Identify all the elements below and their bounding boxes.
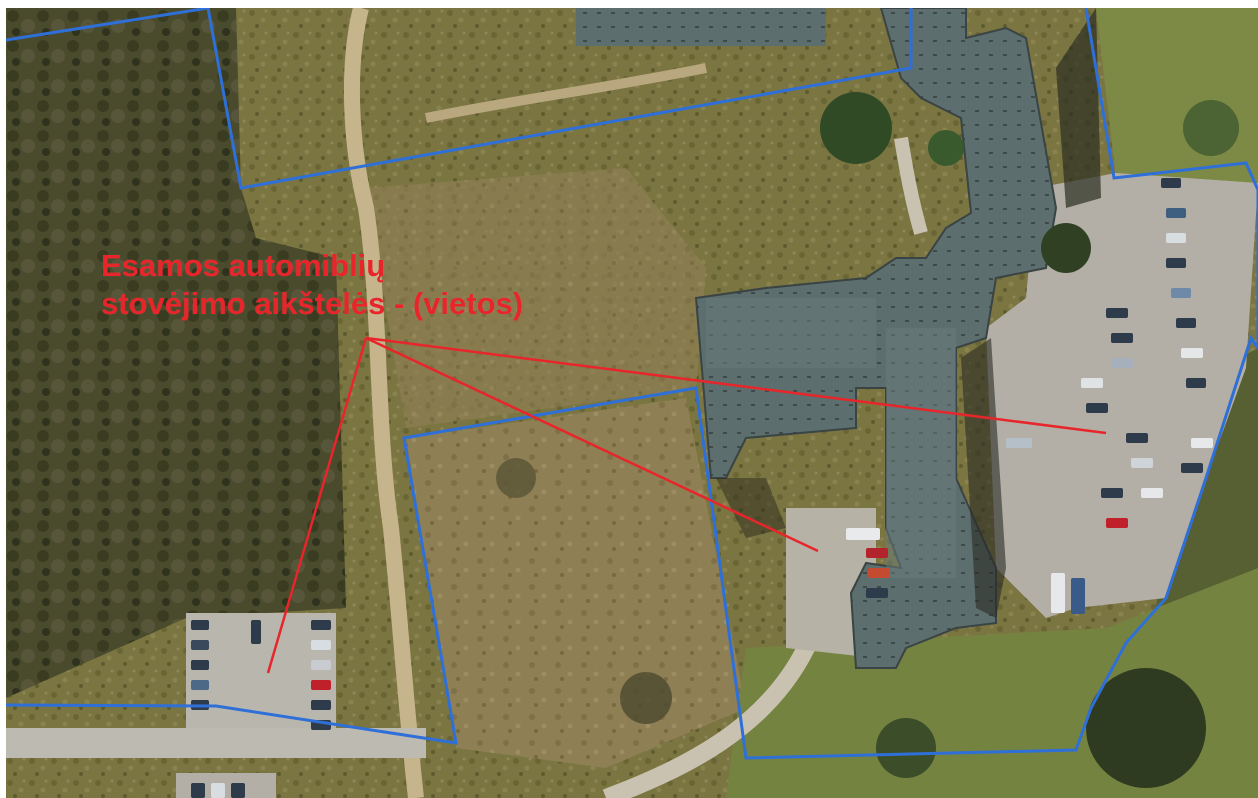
annotation-line-2: stovėjimo aikštelės - (vietos) <box>101 286 524 321</box>
parcel-boundary-top[interactable] <box>6 8 913 190</box>
annotation-line-1: Esamos automiblių <box>101 248 386 283</box>
map-overlay <box>6 8 1258 760</box>
callout-leader-lines <box>266 336 1107 674</box>
parking-annotation-label: Esamos automiblių stovėjimo aikštelės - … <box>101 247 523 323</box>
aerial-imagery <box>6 8 1258 798</box>
parcel-boundary-right[interactable] <box>6 8 1258 760</box>
aerial-map[interactable]: Esamos automiblių stovėjimo aikštelės - … <box>6 8 1258 798</box>
